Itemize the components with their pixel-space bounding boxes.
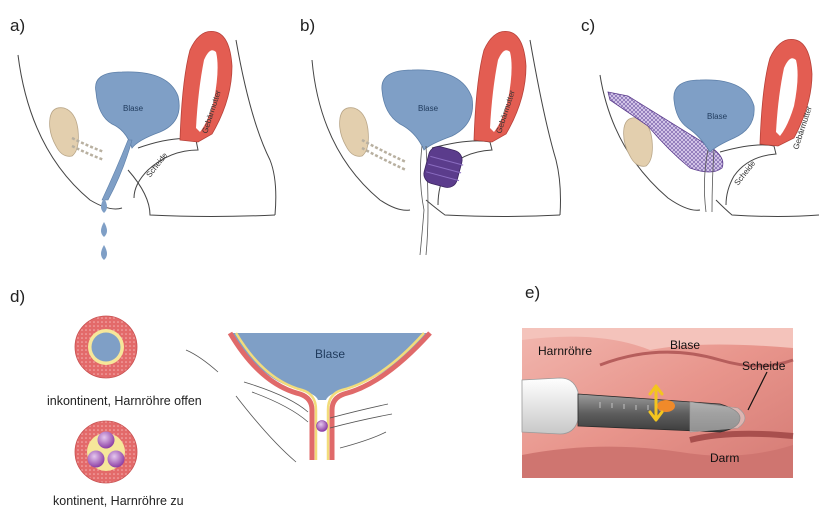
bladder-label: Blase (670, 338, 700, 352)
drop-2 (101, 222, 107, 237)
pubic-bone (50, 108, 79, 157)
ligament (72, 138, 104, 160)
bladder-large-label: Blase (315, 347, 345, 361)
drop-3 (101, 245, 107, 260)
vagina-label: Scheide (742, 359, 786, 373)
caption-incontinent: inkontinent, Harnröhre offen (47, 394, 202, 408)
panel-c: c) Blase Scheide Gebärmutter (581, 16, 819, 217)
probe-handle (522, 378, 578, 434)
urethra (102, 140, 132, 200)
caption-continent: kontinent, Harnröhre zu (53, 494, 184, 508)
back-outline (236, 40, 276, 215)
bulking-cushion-2 (88, 451, 105, 468)
panel-b-letter: b) (300, 16, 315, 35)
ligament (362, 140, 406, 170)
vagina-outline (134, 139, 198, 198)
bowel-label: Darm (710, 451, 739, 465)
perineum-outline (716, 200, 819, 217)
bulking-cushion-3 (108, 451, 125, 468)
panel-b: b) Blase Gebärmutter (300, 16, 561, 255)
bladder-label: Blase (123, 104, 144, 113)
panel-d-letter: d) (10, 287, 25, 306)
bladder-label: Blase (707, 112, 728, 121)
urethra-lumen-open (92, 333, 121, 362)
bulking-spot (657, 400, 675, 412)
panel-a: a) Blase Scheide Gebärmutter (10, 16, 276, 260)
bladder-label: Blase (418, 104, 439, 113)
pessary (422, 144, 465, 190)
panel-d: d) Blase (10, 287, 430, 483)
bulking-injection (317, 421, 328, 432)
tissue-lines-lower (340, 432, 386, 448)
panel-c-letter: c) (581, 16, 595, 35)
bladder-large (230, 333, 430, 400)
panel-e-letter: e) (525, 283, 540, 302)
bulking-cushion-1 (98, 432, 115, 449)
vagina-label: Scheide (144, 150, 169, 179)
perineum-outline (426, 200, 560, 217)
urethra-label: Harnröhre (538, 344, 592, 358)
back-outline (530, 40, 561, 215)
panel-e: e) Harnröhre Blase Scheide Darm (522, 283, 793, 478)
panel-a-letter: a) (10, 16, 25, 35)
